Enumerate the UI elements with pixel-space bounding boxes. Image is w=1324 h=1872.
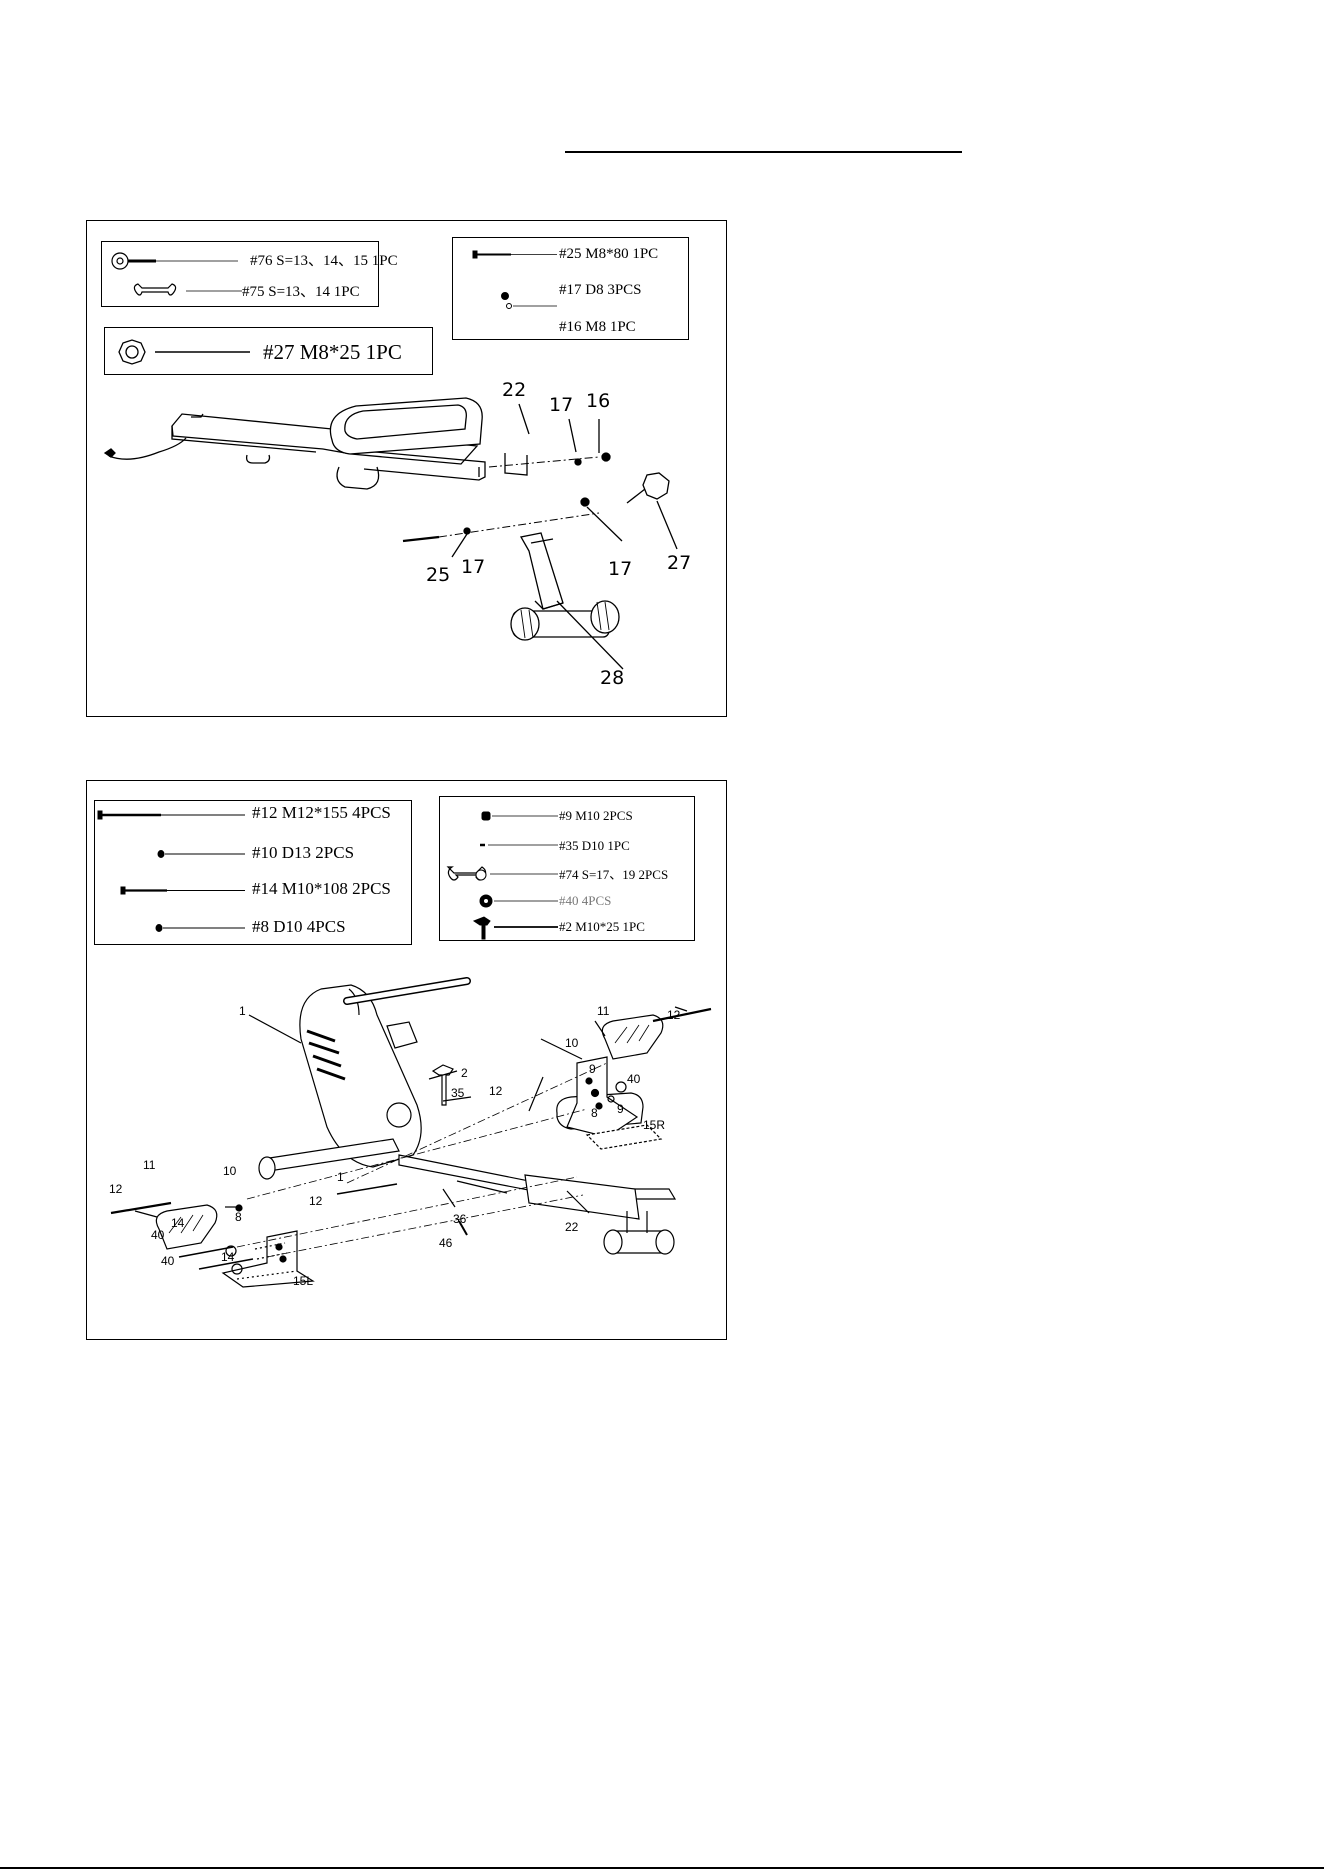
callout-11-left: 11 (143, 1158, 156, 1172)
part-27-label: #27 M8*25 1PC (263, 340, 402, 364)
hardware-right-box: #9 M10 2PCS #35 D10 1PC #74 S=17、19 2PCS… (439, 796, 695, 941)
callout-8-right: 8 (591, 1106, 598, 1120)
step-1-diagram-panel: #76 S=13、14、15 1PC #75 S=13、14 1PC #27 M… (86, 220, 727, 717)
hardware-left-box: #12 M12*155 4PCS #10 D13 2PCS #14 M10*10… (94, 800, 412, 945)
callout-14-lower: 14 (221, 1250, 235, 1264)
callout-10-right: 10 (565, 1036, 579, 1050)
part-75-label: #75 S=13、14 1PC (242, 284, 360, 300)
callout-12-left: 12 (109, 1182, 123, 1196)
callout-27: 27 (667, 552, 692, 574)
callout-9-right-top: 9 (589, 1062, 596, 1076)
part-14-label: #14 M10*108 2PCS (252, 879, 391, 898)
callout-40-right: 40 (627, 1072, 641, 1086)
callout-2: 2 (461, 1066, 468, 1080)
part-2-label: #2 M10*25 1PC (559, 919, 645, 934)
callout-22: 22 (502, 379, 527, 401)
callout-16: 16 (586, 390, 611, 412)
part-74-label: #74 S=17、19 2PCS (559, 867, 669, 882)
frame-assembly-drawing (110, 977, 712, 1288)
callout-11-right: 11 (597, 1004, 610, 1018)
part-12-label: #12 M12*155 4PCS (252, 803, 391, 822)
callout-15R: 15R (643, 1118, 666, 1132)
callout-28: 28 (600, 667, 625, 689)
callout-40-left-upper: 40 (151, 1228, 165, 1242)
callout-17a: 17 (549, 394, 574, 416)
hardware-box: #25 M8*80 1PC #17 D8 3PCS #16 M8 1PC (452, 237, 689, 340)
multi-wrench-icon (111, 252, 238, 270)
callout-25: 25 (426, 564, 451, 586)
callout-14-upper: 14 (171, 1216, 185, 1230)
callout-40-left-lower: 40 (161, 1254, 175, 1268)
tools-box: #76 S=13、14、15 1PC #75 S=13、14 1PC (101, 241, 398, 307)
part-35-label: #35 D10 1PC (559, 838, 630, 853)
callout-17b: 17 (461, 556, 486, 578)
rail-assembly-drawing (103, 397, 678, 670)
open-wrench-icon (133, 283, 242, 296)
callout-36: 36 (453, 1212, 467, 1226)
callout-8-left: 8 (235, 1210, 242, 1224)
wrench-icons (111, 252, 242, 296)
part-17-label: #17 D8 3PCS (559, 282, 642, 298)
part-40-label: #40 4PCS (559, 893, 612, 908)
callout-15L: 15L (293, 1274, 314, 1288)
step-2-diagram-panel: #12 M12*155 4PCS #10 D13 2PCS #14 M10*10… (86, 780, 727, 1340)
callout-12-right: 12 (667, 1008, 681, 1022)
title-underline (565, 151, 962, 153)
hardware-icons (472, 250, 557, 309)
hardware-right-icons (446, 811, 558, 940)
part-10-label: #10 D13 2PCS (252, 843, 355, 862)
hardware-left-icons (97, 810, 245, 932)
knob-27-icon (118, 339, 250, 365)
callout-1-top: 1 (239, 1004, 246, 1018)
callout-12-middle-top: 12 (489, 1084, 503, 1098)
page-bottom-rule (0, 1867, 1324, 1869)
part-9-label: #9 M10 2PCS (559, 808, 633, 823)
part-8-label: #8 D10 4PCS (252, 917, 346, 936)
callout-35: 35 (451, 1086, 465, 1100)
part-25-label: #25 M8*80 1PC (559, 246, 659, 262)
callout-17c: 17 (608, 558, 633, 580)
callout-1-middle: 1 (337, 1170, 344, 1184)
part-76-label: #76 S=13、14、15 1PC (250, 253, 398, 269)
callout-12-middle: 12 (309, 1194, 323, 1208)
callout-9-right-bottom: 9 (617, 1102, 624, 1116)
knob-box: #27 M8*25 1PC (104, 327, 433, 375)
callout-22: 22 (565, 1220, 579, 1234)
part-16-label: #16 M8 1PC (559, 319, 636, 335)
callout-46: 46 (439, 1236, 453, 1250)
callout-10-left: 10 (223, 1164, 237, 1178)
